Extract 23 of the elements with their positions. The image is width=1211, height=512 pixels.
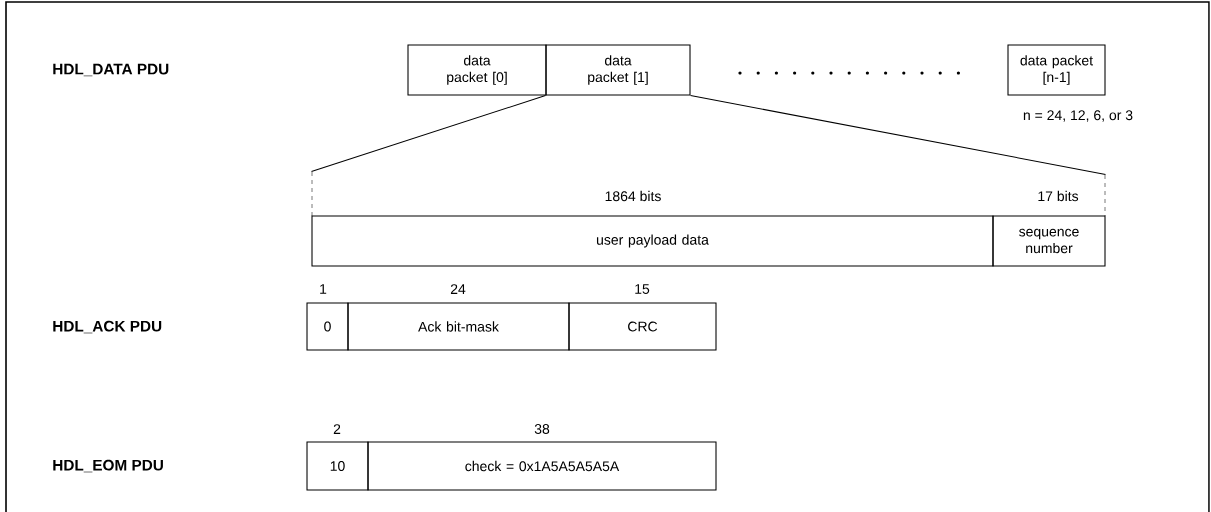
zoom-line (690, 95, 1107, 175)
bit-count-label: 15 (635, 284, 650, 294)
row-label: HDL_EOM PDU (53, 459, 163, 473)
field-box: Ack bit-mask (347, 302, 570, 351)
bit-count-label: 17 bits (1038, 190, 1079, 202)
field-box: data packet [0] (407, 44, 547, 96)
bit-count-label: 24 (450, 284, 466, 294)
row-label: HDL_ACK PDU (53, 320, 162, 334)
bit-count-label: n = 24, 12, 6, or 3 (1023, 110, 1133, 122)
bit-count-label: 2 (333, 424, 341, 434)
field-box: 0 (306, 302, 349, 351)
bit-count-label: 1 (320, 284, 327, 294)
bit-count-label: 1864 bits (605, 190, 661, 202)
field-box: user payload data (311, 215, 994, 267)
field-box: data packet [1] (545, 44, 691, 96)
field-box: 10 (306, 441, 369, 491)
field-box: data packet [n-1] (1007, 44, 1106, 96)
field-box: sequence number (992, 215, 1106, 267)
field-box: check = 0x1A5A5A5A5A (367, 441, 717, 491)
field-box: CRC (568, 302, 717, 351)
zoom-line (310, 95, 546, 172)
bit-count-label: 38 (534, 424, 550, 434)
row-label: HDL_DATA PDU (53, 63, 169, 77)
